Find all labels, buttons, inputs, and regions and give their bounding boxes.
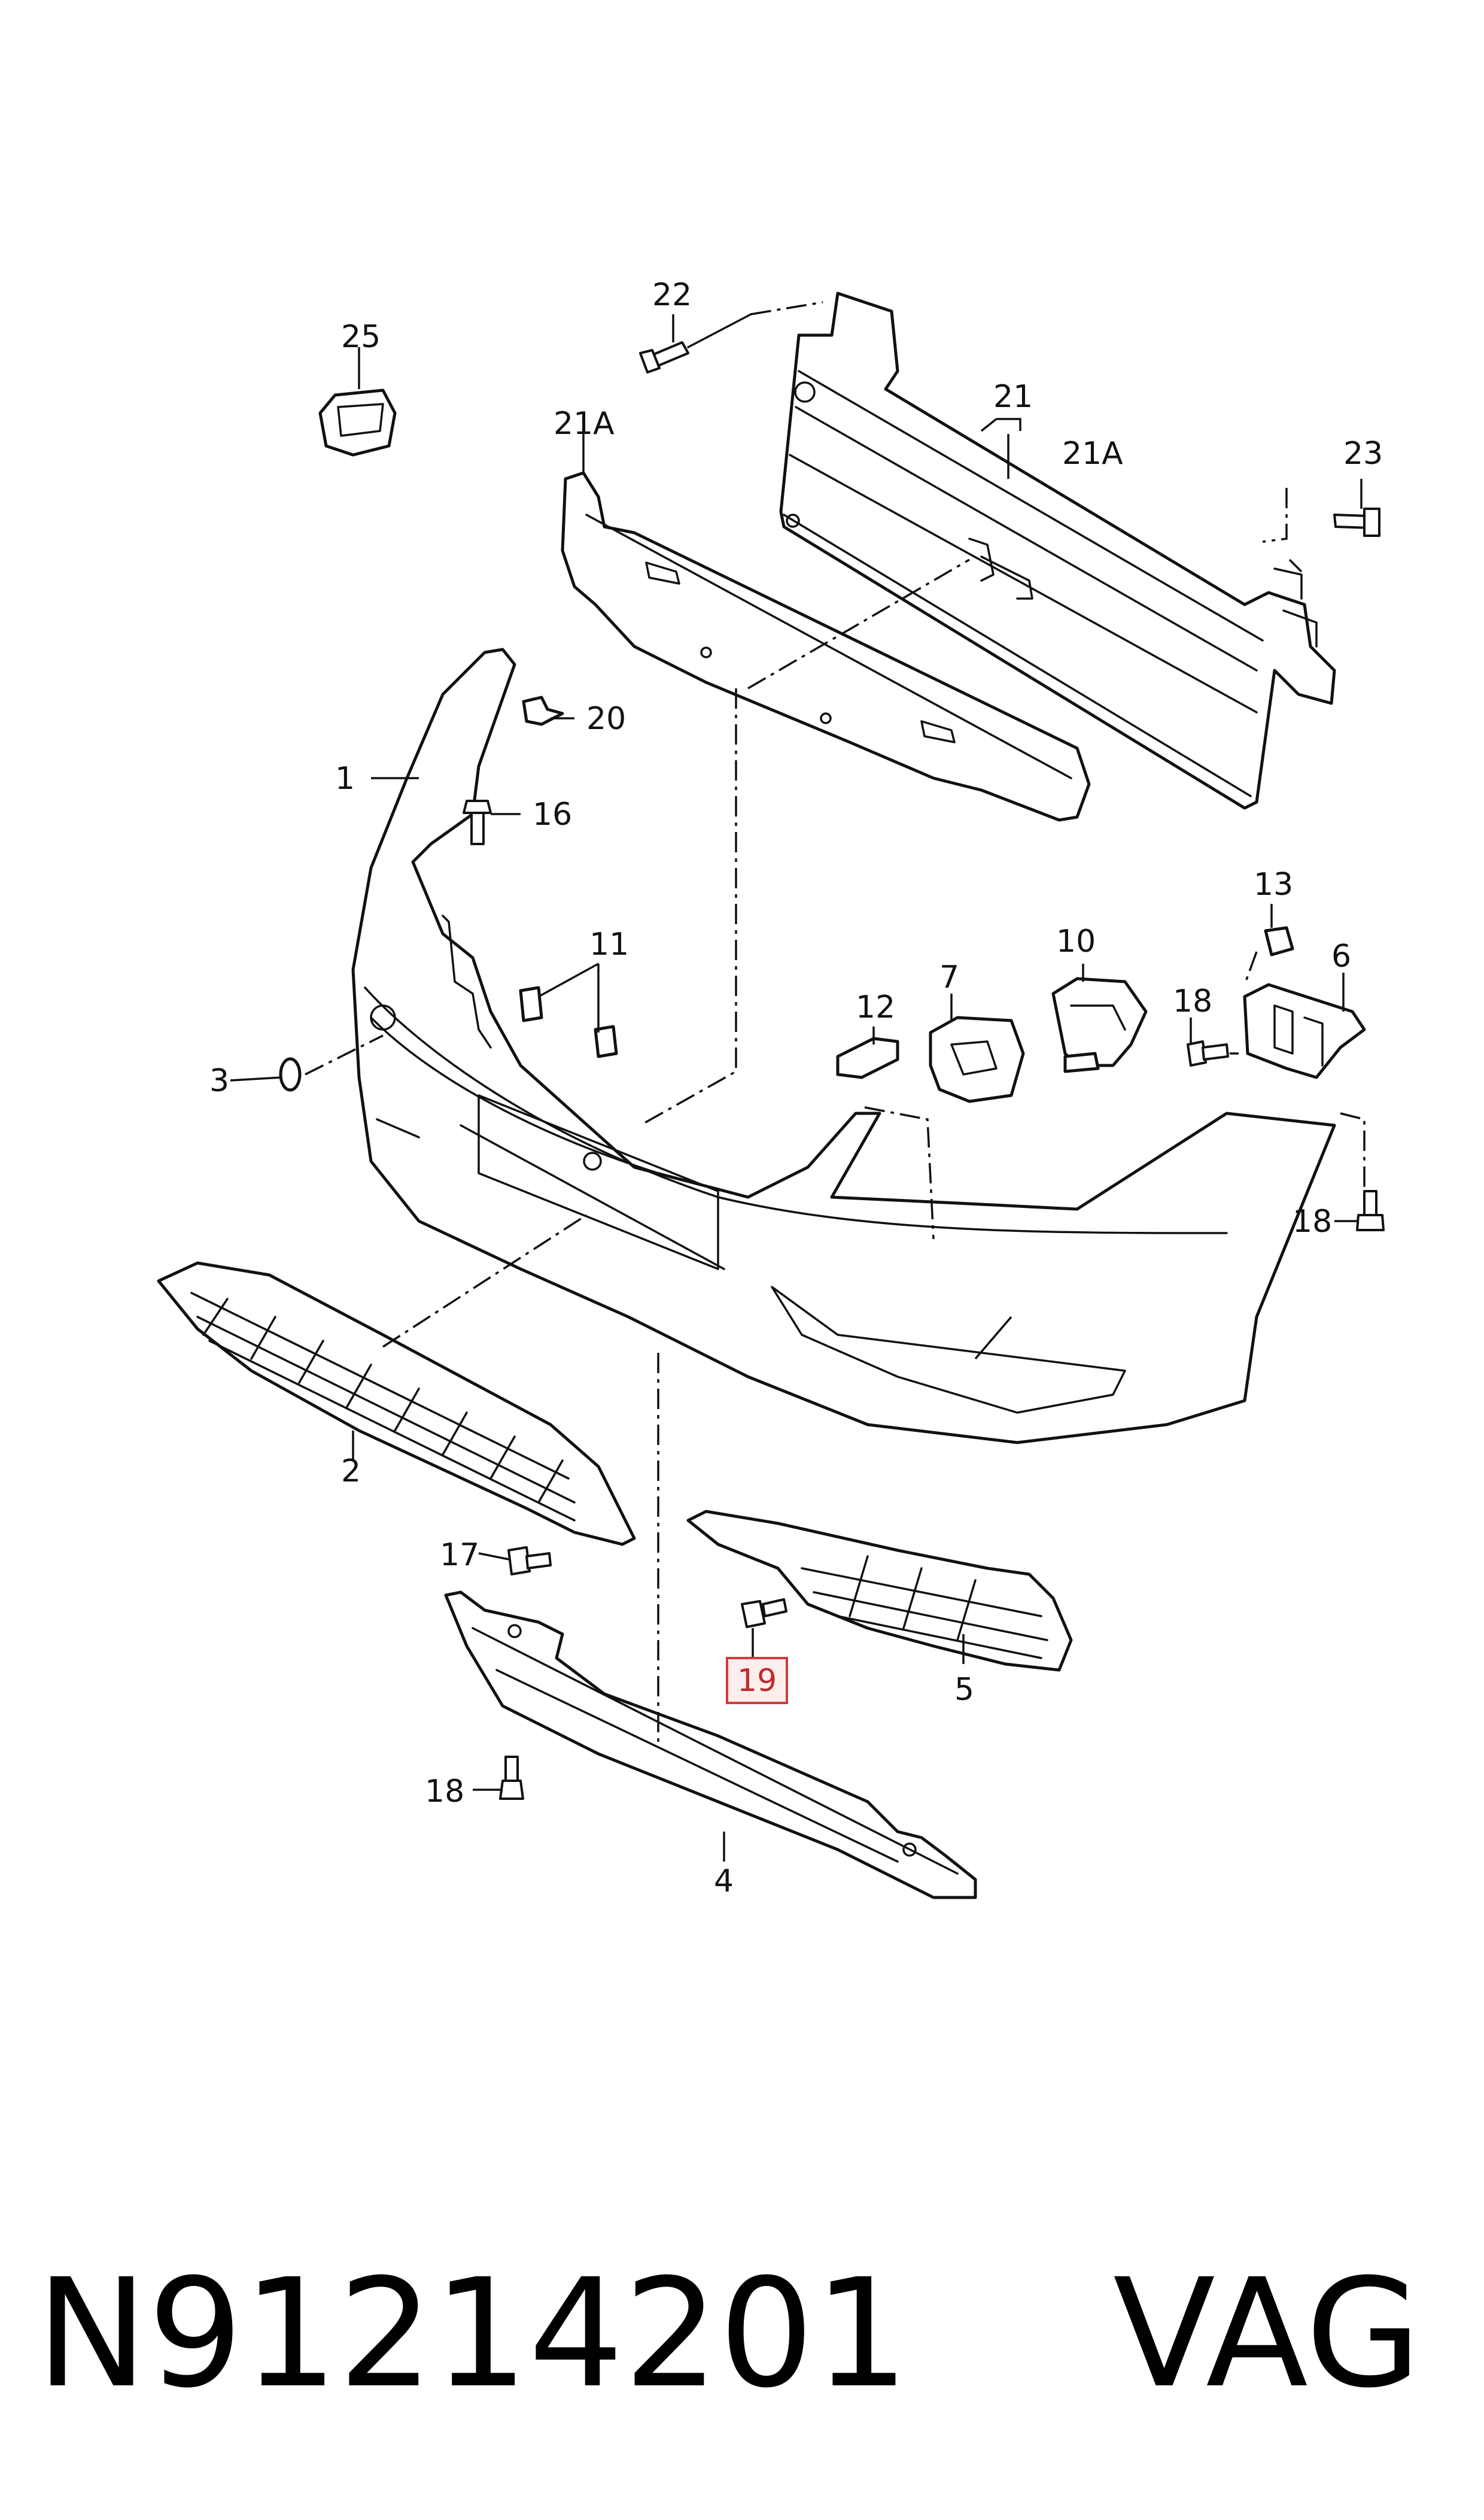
callout-13: 13 [1254,867,1293,903]
callout-22: 22 [652,277,692,313]
callout-7: 7 [939,960,959,995]
footer-part-number: N91214201 [36,2246,909,2421]
part-11-clips [519,986,618,1058]
part-21A-absorber [561,471,1091,822]
callout-21A-right: 21A [1062,436,1123,472]
callout-6: 6 [1331,939,1351,974]
callout-3: 3 [209,1063,229,1099]
highlight-box-19 [726,1657,788,1704]
leader-lines [230,314,1363,1862]
callout-16: 16 [533,797,572,833]
part-3-cap [279,1057,302,1092]
assembly-lines [305,301,1366,1742]
part-23-bolt [1333,508,1380,537]
callout-21A-left: 21A [554,406,615,442]
part-19-bolt [741,1598,787,1628]
part-2-grille [157,1261,636,1546]
part-13-clip [1264,926,1294,957]
part-21-carrier [779,292,1336,810]
footer-brand: VAG [1113,2246,1421,2421]
part-18-bolt-right [1356,1190,1385,1231]
part-17-bolt [507,1546,552,1575]
callout-21: 21 [993,379,1033,415]
callout-10: 10 [1056,924,1096,960]
part-10-bracket [1051,977,1148,1073]
callout-18-right: 18 [1293,1204,1332,1240]
part-6-side-bracket [1243,983,1366,1079]
part-4-spoiler [444,1590,977,1899]
callout-18-lower: 18 [425,1774,464,1809]
part-25-clip [318,388,397,457]
part-18-bolt-lower [499,1756,524,1800]
callout-23: 23 [1343,436,1383,472]
part-16-bolt [463,800,492,845]
part-22-bolt [639,313,752,374]
part-18-bolt-upper [1187,1040,1229,1067]
callout-25: 25 [341,319,381,355]
callout-4: 4 [714,1863,734,1899]
part-1-bumper-cover [351,648,1336,1444]
part-7-bracket [929,1016,1025,1103]
part-20-clip [522,696,564,726]
callout-labels: 25 22 21A 21 21A 23 1 20 16 11 3 12 7 10… [209,277,1383,1899]
part-12-cap [836,1037,899,1079]
callout-17: 17 [440,1537,479,1573]
callout-20: 20 [586,701,626,737]
callout-11: 11 [589,927,629,963]
callout-18-upper: 18 [1173,983,1212,1019]
callout-12: 12 [856,989,895,1025]
callout-19: 19 [737,1663,777,1699]
callout-2: 2 [341,1453,361,1489]
callout-1: 1 [335,761,355,797]
part-5-fog-grille [686,1510,1073,1672]
callout-5: 5 [954,1672,974,1708]
